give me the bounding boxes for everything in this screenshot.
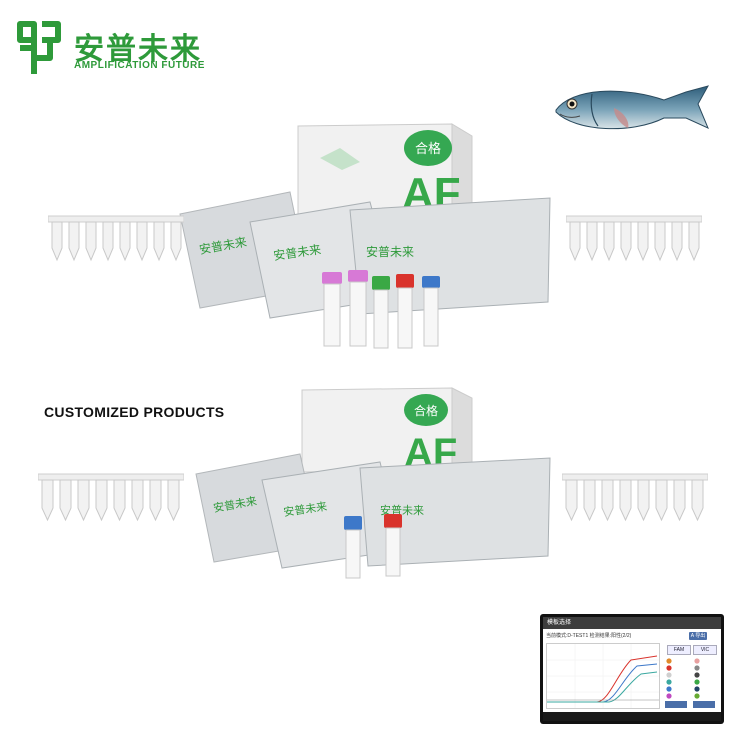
reagent-tubes bbox=[322, 270, 440, 349]
bag-label-6: 安普未来 bbox=[380, 503, 424, 517]
pcr-strip-top-left bbox=[48, 215, 184, 262]
box-badge-2: 合格 bbox=[414, 403, 438, 418]
run-info: 当前模式:D-TEST1 检测结果:阳性(2/2) bbox=[546, 633, 632, 639]
channel-vic-button[interactable]: VIC bbox=[693, 645, 717, 655]
bag-label-3: 安普未来 bbox=[366, 244, 414, 259]
pcr-strip-bottom-left bbox=[38, 473, 184, 522]
section-label: CUSTOMIZED PRODUCTS bbox=[44, 404, 225, 420]
box-badge: 合格 bbox=[415, 141, 441, 157]
export-tab[interactable]: A 导出 bbox=[689, 632, 707, 640]
pcr-strip-top-right bbox=[566, 215, 702, 262]
software-window-title: 模板选择 bbox=[543, 617, 721, 629]
tablet-nav-bar bbox=[543, 712, 721, 721]
well-status-panel bbox=[665, 658, 715, 708]
reagent-tubes-2 bbox=[344, 514, 402, 579]
brand-name-cn: 安普未来 bbox=[74, 33, 202, 66]
brand-mark-icon bbox=[17, 21, 61, 74]
pcr-strip-bottom-right bbox=[562, 473, 708, 522]
analyzer-tablet: 模板选择 当前模式:D-TEST1 检测结果:阳性(2/2) A 导出 FAM … bbox=[540, 614, 724, 724]
analyzer-screen: 模板选择 当前模式:D-TEST1 检测结果:阳性(2/2) A 导出 FAM … bbox=[543, 617, 721, 721]
brand-logo: 安普未来 AMPLIFICATION FUTURE bbox=[14, 18, 214, 78]
bag-label-5: 安普未来 bbox=[282, 499, 328, 519]
amplification-plot bbox=[546, 643, 660, 709]
bag-label-2: 安普未来 bbox=[272, 241, 322, 263]
brand-name-en: AMPLIFICATION FUTURE bbox=[74, 60, 205, 71]
kit-image-bottom: 合格 AF 安普未来 安普未来 安普未来 bbox=[190, 384, 560, 584]
channel-fam-button[interactable]: FAM bbox=[667, 645, 691, 655]
fish-image bbox=[555, 85, 710, 130]
kit-image-top: 合格 AF 安普未来 安普未来 安普未来 bbox=[170, 118, 560, 358]
